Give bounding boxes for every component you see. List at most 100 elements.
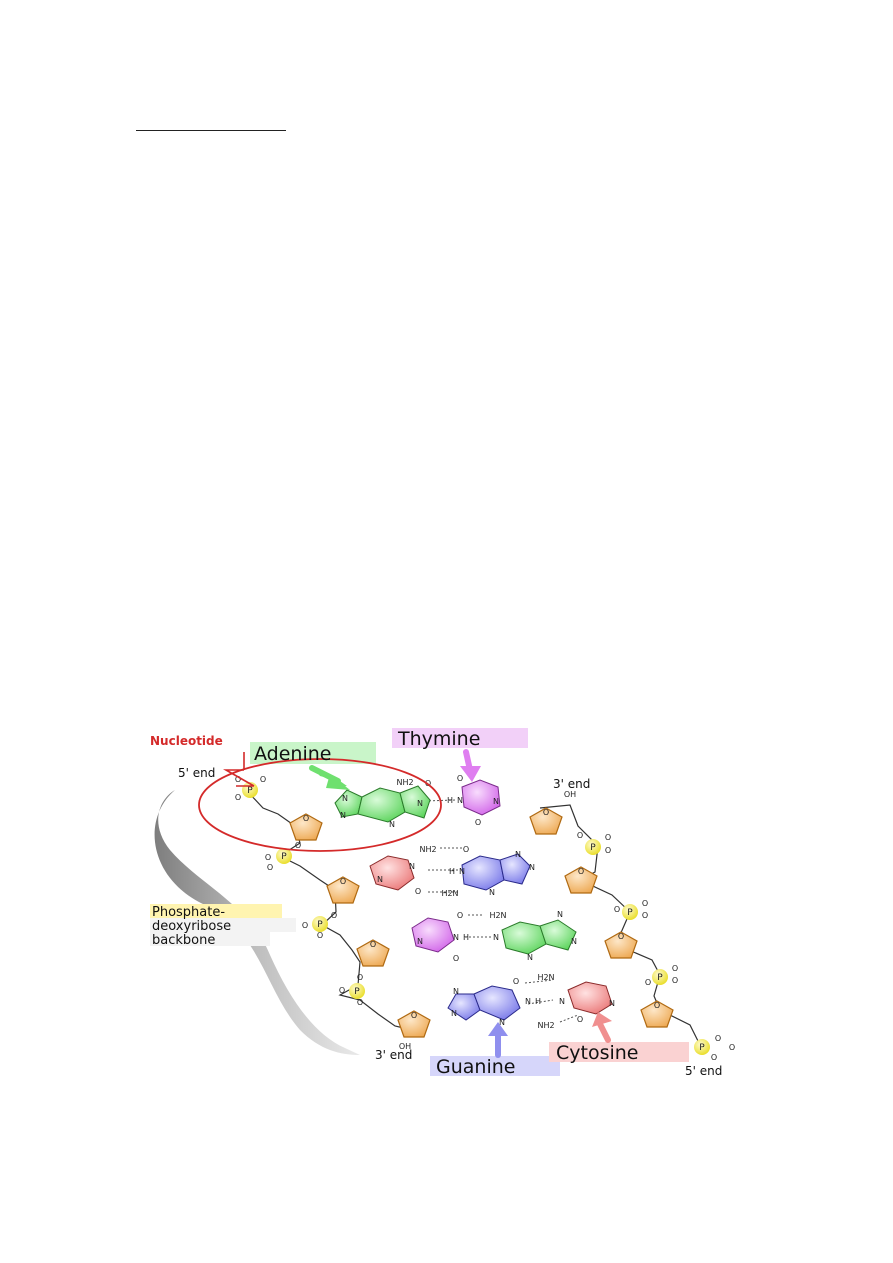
sugar-o-3: O: [370, 940, 376, 949]
nucleotide-circle: [198, 758, 442, 852]
sugar-oxygens: O O O O O O O O: [303, 808, 660, 1020]
cytosine-arrow-shaft: [597, 1021, 611, 1043]
phosphate-p-8: P: [699, 1043, 705, 1053]
svg-text:O: O: [642, 899, 648, 908]
svg-text:O: O: [614, 905, 620, 914]
thymine-arrow-head: [460, 766, 481, 782]
backbone-label-line3: backbone: [152, 933, 215, 948]
phosphate-2: [276, 848, 292, 864]
guanine-base-2: [447, 985, 521, 1021]
svg-text:N: N: [417, 937, 423, 946]
svg-text:H: H: [447, 796, 453, 805]
svg-text:O: O: [357, 998, 363, 1007]
sugar-o-1: O: [303, 814, 309, 823]
svg-text:O: O: [645, 978, 651, 987]
svg-text:O: O: [475, 818, 481, 827]
sugar-5: [529, 807, 563, 835]
svg-text:N: N: [559, 997, 565, 1006]
sugar-o-5: O: [543, 808, 549, 817]
three-end-top-label: 3' end: [553, 777, 590, 791]
three-end-bottom-label: 3' end: [375, 1048, 412, 1062]
svg-text:N: N: [453, 987, 459, 996]
sugar-o-8: O: [654, 1001, 660, 1010]
phosphate-4: [349, 983, 365, 999]
svg-text:O: O: [457, 774, 463, 783]
adenine-base-2: [501, 919, 577, 955]
svg-text:N: N: [459, 867, 465, 876]
phosphate-p-3: P: [317, 920, 323, 930]
phosphate-oxygens: O O O O O O O O O O O O O O O O O O O O O O O O: [235, 775, 735, 1062]
guanine-arrow-head: [488, 1022, 508, 1036]
backbone-label-bg-2: [150, 918, 296, 932]
svg-text:N: N: [377, 875, 383, 884]
svg-text:O: O: [260, 775, 266, 784]
atom-h2n-row3: H2N: [489, 911, 506, 920]
phosphate-p-5: P: [590, 843, 596, 853]
svg-text:N: N: [451, 1009, 457, 1018]
phosphate-p-4: P: [354, 987, 360, 997]
thymine-base-2: [411, 917, 455, 953]
svg-text:O: O: [577, 831, 583, 840]
sugars: [289, 807, 674, 1038]
phosphate-6: [622, 904, 638, 920]
sugar-o-2: O: [340, 877, 346, 886]
bases: [334, 779, 613, 1021]
sugar-2: [326, 876, 360, 904]
svg-text:O: O: [267, 863, 273, 872]
svg-text:O: O: [331, 911, 337, 920]
svg-text:N: N: [609, 999, 615, 1008]
svg-text:O: O: [605, 833, 611, 842]
svg-text:N: N: [409, 862, 415, 871]
sugar-o-6: O: [578, 867, 584, 876]
svg-text:O: O: [295, 841, 301, 850]
atom-nh2-row2: NH2: [419, 845, 436, 854]
svg-text:O: O: [577, 1015, 583, 1024]
atom-oh-top: OH: [564, 790, 576, 799]
svg-text:O: O: [302, 921, 308, 930]
phosphate-p-2: P: [281, 852, 287, 862]
svg-text:N: N: [342, 794, 348, 803]
phosphate-p-1: P: [247, 786, 253, 796]
atom-nh2-top: NH2: [396, 778, 413, 787]
phosphate-5: [585, 839, 601, 855]
svg-text:N: N: [525, 997, 531, 1006]
svg-text:O: O: [235, 775, 241, 784]
svg-text:O: O: [235, 793, 241, 802]
svg-text:H: H: [535, 997, 541, 1006]
svg-text:N: N: [499, 1018, 505, 1027]
sugar-o-4: O: [411, 1011, 417, 1020]
svg-text:H: H: [463, 933, 469, 942]
nucleotide-arrow: [222, 752, 255, 787]
cytosine-label-bg: [549, 1042, 689, 1062]
cytosine-arrow-head: [592, 1012, 612, 1027]
sugar-6: [564, 866, 598, 894]
svg-text:N: N: [389, 820, 395, 829]
phosphate-p-6: P: [627, 908, 633, 918]
svg-text:N: N: [340, 811, 346, 820]
svg-text:N: N: [457, 796, 463, 805]
phosphates: [242, 782, 710, 1055]
backbone-label-bg-3: [150, 932, 270, 946]
backbone-label-line2: deoxyribose: [152, 919, 231, 934]
sugar-7: [604, 931, 638, 959]
svg-text:N: N: [515, 850, 521, 859]
svg-text:N: N: [493, 933, 499, 942]
phosphate-7: [652, 969, 668, 985]
guanine-label: Guanine: [436, 1056, 515, 1078]
svg-text:O: O: [729, 1043, 735, 1052]
sugar-3: [356, 939, 390, 967]
atom-nh2-row4: NH2: [537, 1021, 554, 1030]
svg-text:H: H: [449, 867, 455, 876]
svg-text:O: O: [672, 964, 678, 973]
guanine-base-1: [461, 853, 531, 891]
svg-text:N: N: [529, 863, 535, 872]
svg-text:O: O: [415, 887, 421, 896]
nucleotide-label: Nucleotide: [150, 734, 223, 748]
svg-text:O: O: [317, 931, 323, 940]
svg-text:O: O: [457, 911, 463, 920]
cytosine-label: Cytosine: [556, 1042, 639, 1064]
svg-text:N: N: [527, 953, 533, 962]
svg-text:O: O: [715, 1034, 721, 1043]
svg-text:O: O: [513, 977, 519, 986]
